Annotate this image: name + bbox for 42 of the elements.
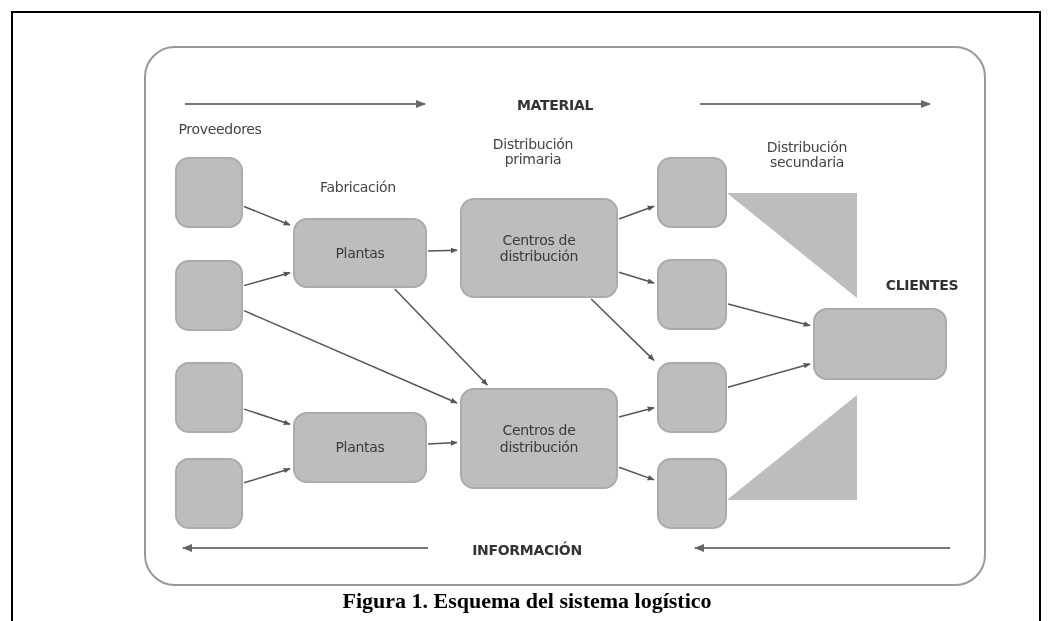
process-box xyxy=(460,198,618,298)
column-label: Distribución secundaria xyxy=(765,140,849,171)
empty-box xyxy=(175,260,243,331)
empty-box xyxy=(657,362,727,433)
section-heading: MATERIAL xyxy=(516,98,594,114)
empty-box xyxy=(813,308,947,380)
arrow xyxy=(427,440,458,446)
figure-caption: Figura 1. Esquema del sistema logístico xyxy=(342,588,712,614)
empty-box xyxy=(657,157,727,228)
arrow xyxy=(727,303,811,327)
empty-box xyxy=(175,362,243,433)
node-label: Plantas xyxy=(335,244,385,262)
arrow xyxy=(618,271,655,284)
node-label: Centros de distribución xyxy=(498,231,580,265)
process-box xyxy=(293,218,427,288)
arrow xyxy=(618,205,655,220)
empty-box xyxy=(175,157,243,228)
arrow xyxy=(618,466,655,481)
node-label: Plantas xyxy=(335,439,385,456)
node-label: Centros de distribución xyxy=(498,422,580,455)
column-label: Proveedores xyxy=(178,122,262,138)
arrow xyxy=(727,362,811,388)
arrow xyxy=(243,309,458,404)
empty-box xyxy=(657,259,727,330)
empty-box xyxy=(175,458,243,529)
wedge-shape xyxy=(727,193,857,298)
arrow xyxy=(243,205,291,226)
arrow xyxy=(394,288,489,386)
arrow xyxy=(590,298,655,362)
section-heading: INFORMACIÓN xyxy=(472,543,582,559)
wedge-shape xyxy=(727,395,857,500)
stage-label: Distribución primaria xyxy=(491,137,575,168)
arrow xyxy=(243,408,291,426)
arrow xyxy=(243,468,291,484)
empty-box xyxy=(657,458,727,529)
stage-label: Fabricación xyxy=(319,180,397,196)
process-box xyxy=(293,412,427,483)
arrow xyxy=(243,271,291,287)
process-box xyxy=(460,388,618,489)
arrow xyxy=(618,406,655,418)
arrow xyxy=(427,247,458,254)
section-heading: CLIENTES xyxy=(885,278,959,294)
